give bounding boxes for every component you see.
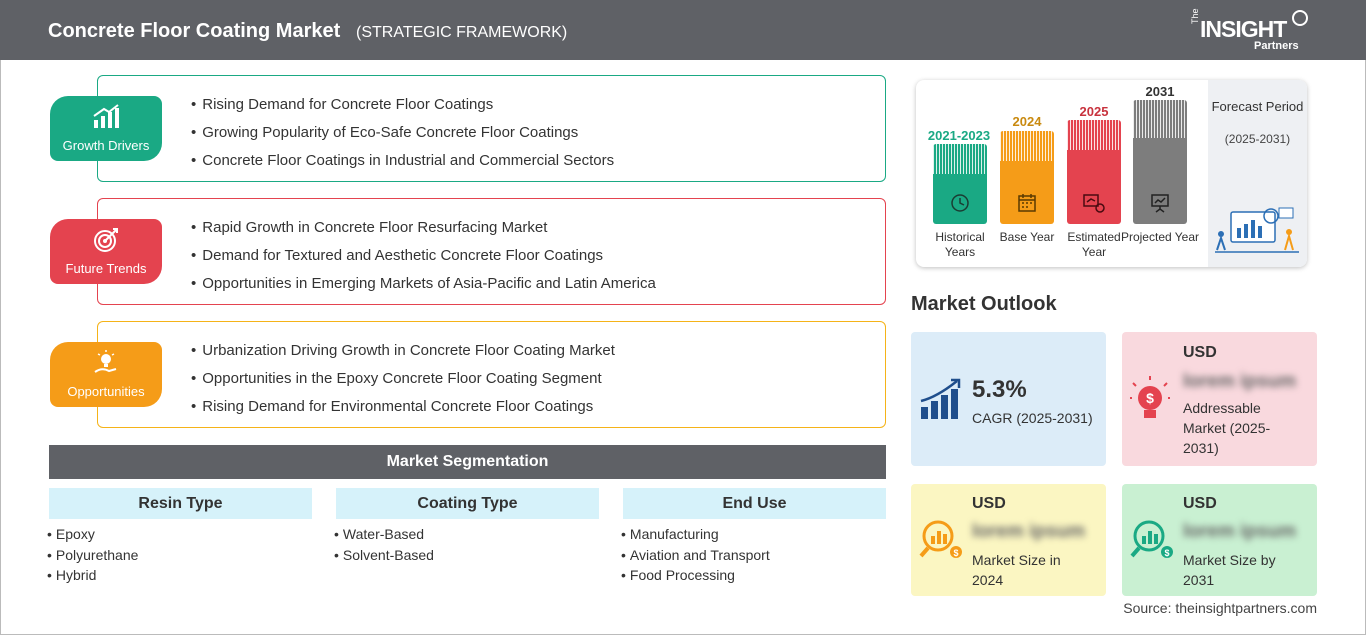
estimated-year-caption: Estimated Year: [1067, 230, 1121, 259]
forecast-period-range: (2025-2031): [1224, 132, 1291, 146]
list-item: Urbanization Driving Growth in Concrete …: [191, 341, 615, 369]
future-trends-badge: Future Trends: [50, 219, 162, 284]
base-year-label: 2024: [1012, 114, 1042, 129]
addressable-currency: USD: [1183, 344, 1217, 361]
list-item: Solvent-Based: [334, 547, 434, 568]
future-trends-list: Rapid Growth in Concrete Floor Resurfaci…: [191, 218, 656, 302]
estimate-gear-icon: [1083, 194, 1105, 213]
historical-bar: [933, 144, 987, 224]
historical-year-label: 2021-2023: [927, 128, 991, 143]
growth-drivers-label: Growth Drivers: [62, 138, 150, 153]
base-year-bar: [1000, 131, 1054, 224]
addressable-label: Addressable Market (2025-2031): [1183, 400, 1271, 456]
base-year-caption: Base Year: [999, 230, 1055, 244]
market-size-2031-card: USD lorem ipsum Market Size by 2031 $: [1122, 484, 1317, 596]
addressable-value: lorem ipsum: [1183, 371, 1296, 392]
list-item: Rapid Growth in Concrete Floor Resurfaci…: [191, 218, 656, 246]
market-segmentation-bar: Market Segmentation: [49, 445, 886, 479]
history-clock-icon: [951, 194, 969, 212]
logo-the-text: The: [1190, 8, 1200, 24]
projected-year-label: 2031: [1145, 84, 1175, 99]
bar-stripes: [1133, 100, 1187, 138]
future-trends-label: Future Trends: [65, 261, 147, 276]
market-outlook-title: Market Outlook: [911, 293, 1057, 315]
svg-text:$: $: [1146, 390, 1154, 406]
list-item: Manufacturing: [621, 526, 770, 547]
opportunities-list: Urbanization Driving Growth in Concrete …: [191, 341, 615, 425]
estimated-year-label: 2025: [1079, 104, 1109, 119]
list-item: Opportunities in Emerging Markets of Asi…: [191, 274, 656, 302]
magnifier-chart-icon: $: [919, 520, 962, 558]
growth-drivers-box: Rising Demand for Concrete Floor Coating…: [97, 75, 886, 182]
market-size-2024-card: USD lorem ipsum Market Size in 2024 $: [911, 484, 1106, 596]
cagr-card: 5.3% CAGR (2025-2031): [911, 332, 1106, 466]
page-subtitle: (STRATEGIC FRAMEWORK): [356, 24, 568, 41]
segment-heading-end-use: End Use: [623, 488, 886, 519]
bar-stripes: [933, 144, 987, 174]
list-item: Opportunities in the Epoxy Concrete Floo…: [191, 369, 615, 397]
segment-heading-resin-type: Resin Type: [49, 488, 312, 519]
opportunities-label: Opportunities: [67, 384, 145, 399]
list-item: Rising Demand for Concrete Floor Coating…: [191, 95, 614, 123]
cagr-value: 5.3%: [972, 376, 1027, 403]
target-icon: [94, 228, 118, 252]
insight-partners-logo[interactable]: The INSIGHT Partners: [1188, 8, 1318, 54]
list-item: Rising Demand for Environmental Concrete…: [191, 397, 615, 425]
page-title: Concrete Floor Coating Market: [48, 20, 341, 42]
list-item: Epoxy: [47, 526, 138, 547]
header-bar: Concrete Floor Coating Market (STRATEGIC…: [0, 0, 1366, 60]
forecast-period-title: Forecast Period: [1211, 99, 1304, 114]
growth-chart-icon: [93, 104, 119, 128]
bar-stripes: [1000, 131, 1054, 161]
presentation-board-icon: [1151, 194, 1169, 213]
source-credit: Source: theinsightpartners.com: [1123, 600, 1317, 616]
end-use-list: Manufacturing Aviation and Transport Foo…: [621, 526, 770, 588]
cagr-label: CAGR (2025-2031): [972, 410, 1093, 426]
list-item: Water-Based: [334, 526, 434, 547]
timeline-panel: 2021-2023 Historical Years 2024 Base Yea…: [916, 80, 1307, 267]
projected-year-caption: Projected Year: [1120, 230, 1200, 244]
svg-text:$: $: [953, 548, 958, 558]
list-item: Demand for Textured and Aesthetic Concre…: [191, 246, 656, 274]
money-bulb-icon: $: [1130, 376, 1170, 418]
resin-type-list: Epoxy Polyurethane Hybrid: [47, 526, 139, 588]
size-2024-label: Market Size in 2024: [972, 552, 1061, 588]
estimated-year-bar: [1067, 120, 1121, 224]
logo-insight-text: INSIGHT: [1200, 16, 1287, 42]
size-2031-label: Market Size by 2031: [1183, 552, 1276, 588]
list-item: Aviation and Transport: [621, 547, 770, 568]
analytics-people-icon: [1215, 207, 1299, 253]
growth-drivers-list: Rising Demand for Concrete Floor Coating…: [191, 95, 614, 179]
historical-caption: Historical Years: [935, 230, 985, 259]
list-item: Hybrid: [47, 567, 138, 588]
projected-year-bar: [1133, 100, 1187, 224]
addressable-market-card: USD lorem ipsum Addressable Market (2025…: [1122, 332, 1317, 466]
list-item: Growing Popularity of Eco-Safe Concrete …: [191, 123, 614, 151]
coating-type-list: Water-Based Solvent-Based: [334, 526, 434, 567]
calendar-icon: [1018, 194, 1036, 212]
logo-ring-icon: [1292, 10, 1308, 26]
growth-bars-icon: [920, 378, 961, 419]
size-2031-currency: USD: [1183, 495, 1217, 512]
lightbulb-hand-icon: [94, 350, 117, 373]
opportunities-badge: Opportunities: [50, 342, 162, 407]
svg-text:$: $: [1164, 548, 1169, 558]
list-item: Food Processing: [621, 567, 770, 588]
logo-partners-text: Partners: [1254, 40, 1299, 52]
bar-stripes: [1067, 120, 1121, 150]
growth-drivers-badge: Growth Drivers: [50, 96, 162, 161]
size-2024-value: lorem ipsum: [972, 521, 1085, 542]
list-item: Concrete Floor Coatings in Industrial an…: [191, 151, 614, 179]
magnifier-chart-green-icon: $: [1130, 520, 1173, 558]
size-2031-value: lorem ipsum: [1183, 521, 1296, 542]
list-item: Polyurethane: [47, 547, 139, 568]
size-2024-currency: USD: [972, 495, 1006, 512]
segment-heading-coating-type: Coating Type: [336, 488, 599, 519]
future-trends-box: Rapid Growth in Concrete Floor Resurfaci…: [97, 198, 886, 305]
opportunities-box: Urbanization Driving Growth in Concrete …: [97, 321, 886, 428]
